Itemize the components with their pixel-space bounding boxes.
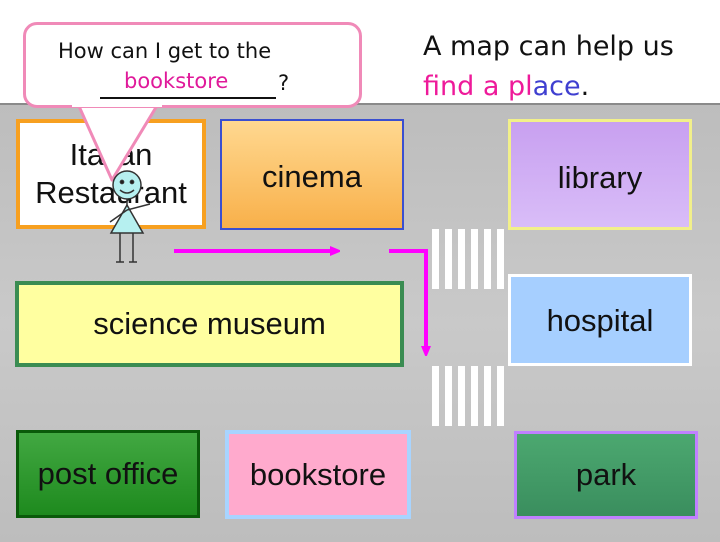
science-museum-label: science museum xyxy=(93,306,326,341)
post-office-label: post office xyxy=(37,456,179,491)
science-museum[interactable]: science museum xyxy=(15,281,404,367)
cinema-label: cinema xyxy=(262,159,362,194)
crosswalk-icon xyxy=(432,229,504,289)
caption-highlight: find a pl xyxy=(423,71,533,102)
caption-highlight-blue: ace xyxy=(532,71,581,102)
hospital-label: hospital xyxy=(546,303,654,338)
caption: A map can help us find a place. xyxy=(423,27,674,107)
park-label: park xyxy=(575,457,637,492)
bookstore[interactable]: bookstore xyxy=(225,430,411,519)
library-label: library xyxy=(557,160,643,195)
speech-bubble: How can I get to the bookstore ? xyxy=(23,22,362,108)
caption-period: . xyxy=(580,71,590,102)
caption-line2: find a place. xyxy=(423,67,674,107)
stick-figure-icon xyxy=(109,170,151,263)
crosswalk-icon xyxy=(432,366,504,426)
caption-line1: A map can help us xyxy=(423,31,674,62)
bookstore-label: bookstore xyxy=(249,456,387,492)
bubble-question-mark: ? xyxy=(278,71,290,95)
answer-blank xyxy=(100,71,276,99)
cinema[interactable]: cinema xyxy=(220,119,404,230)
park[interactable]: park xyxy=(514,431,698,519)
post-office[interactable]: post office xyxy=(16,430,200,518)
library[interactable]: library xyxy=(508,119,692,230)
route-arrow-icon xyxy=(174,251,426,352)
bubble-tail-join xyxy=(72,103,162,107)
bubble-answer: bookstore xyxy=(124,69,229,93)
hospital[interactable]: hospital xyxy=(508,274,692,366)
bubble-question: How can I get to the xyxy=(58,39,272,63)
